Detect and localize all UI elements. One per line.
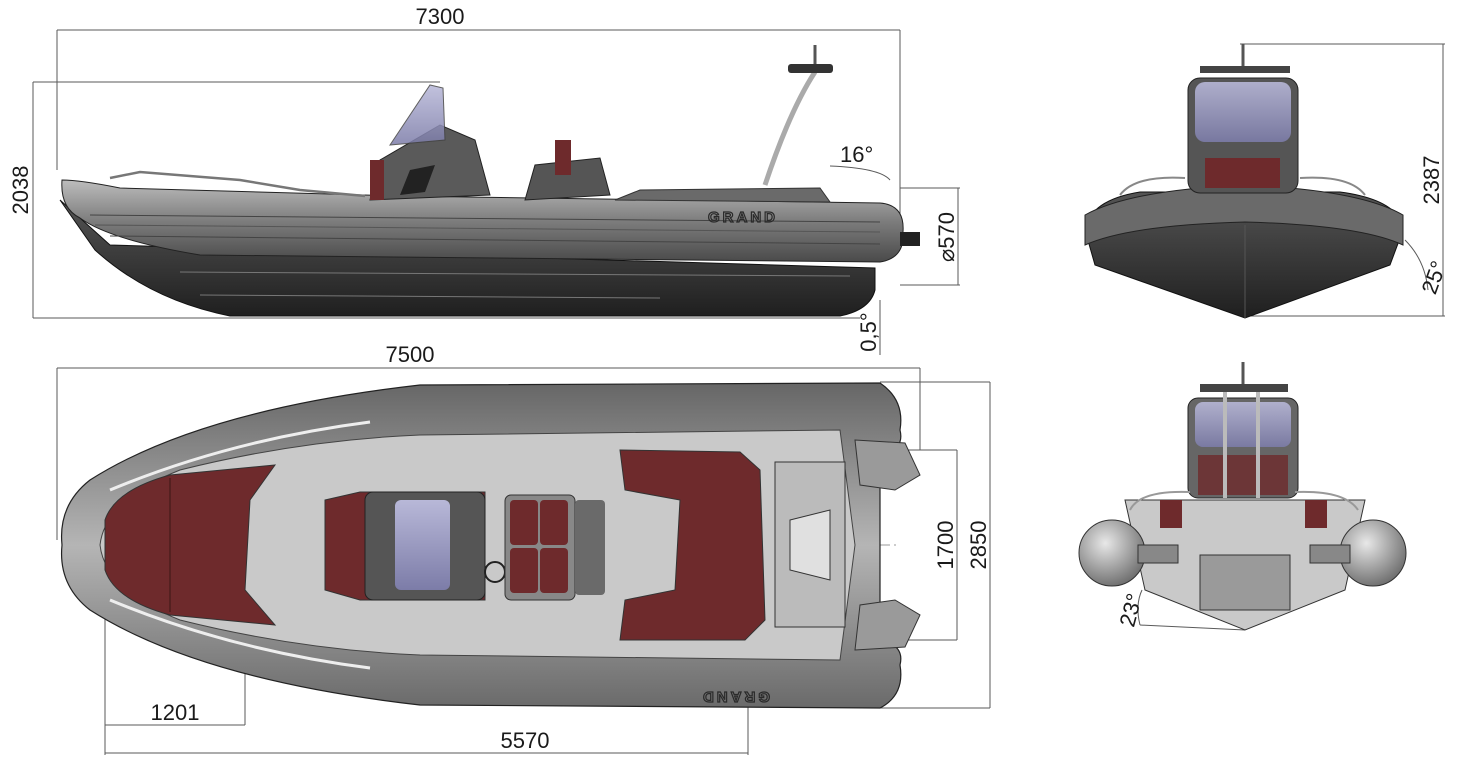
- side-angle-label: 16°: [840, 142, 873, 167]
- front-view: 2387 25°: [1084, 43, 1451, 319]
- beam-dimension: 2850: [966, 521, 991, 570]
- side-windscreen: [389, 84, 446, 146]
- rear-view: 23°: [1078, 362, 1407, 631]
- side-view: GRAND 7300 2038 16° ⌀570 0,5°: [8, 4, 960, 355]
- side-helm-seat: [524, 157, 611, 201]
- tube-diameter-dimension: ⌀570: [934, 212, 959, 262]
- top-bow-cushions: [104, 464, 277, 626]
- bow-section-dimension: 1201: [151, 700, 200, 725]
- inner-beam-dimension: 1700: [933, 521, 958, 570]
- side-bow-rail: [109, 170, 366, 198]
- keel-angle-label: 0,5°: [856, 312, 881, 351]
- side-height-dimension: 2038: [8, 166, 33, 215]
- side-t-top-pole: [762, 70, 818, 186]
- top-view: GRAND 7500 2850 1700 1201 5570: [56, 342, 991, 755]
- top-length-dimension: 7500: [386, 342, 435, 367]
- top-aft-sunpad: [619, 449, 766, 641]
- side-dimension-lines: [32, 29, 960, 355]
- rear-tube-left: [1078, 519, 1146, 587]
- top-helm-seats: [504, 494, 605, 601]
- side-length-dimension: 7300: [416, 4, 465, 29]
- rear-deadrise-label: 23°: [1114, 591, 1147, 630]
- side-logo: GRAND: [708, 209, 778, 226]
- top-logo: GRAND: [700, 688, 770, 705]
- front-height-dimension: 2387: [1419, 156, 1444, 205]
- deck-length-dimension: 5570: [501, 728, 550, 753]
